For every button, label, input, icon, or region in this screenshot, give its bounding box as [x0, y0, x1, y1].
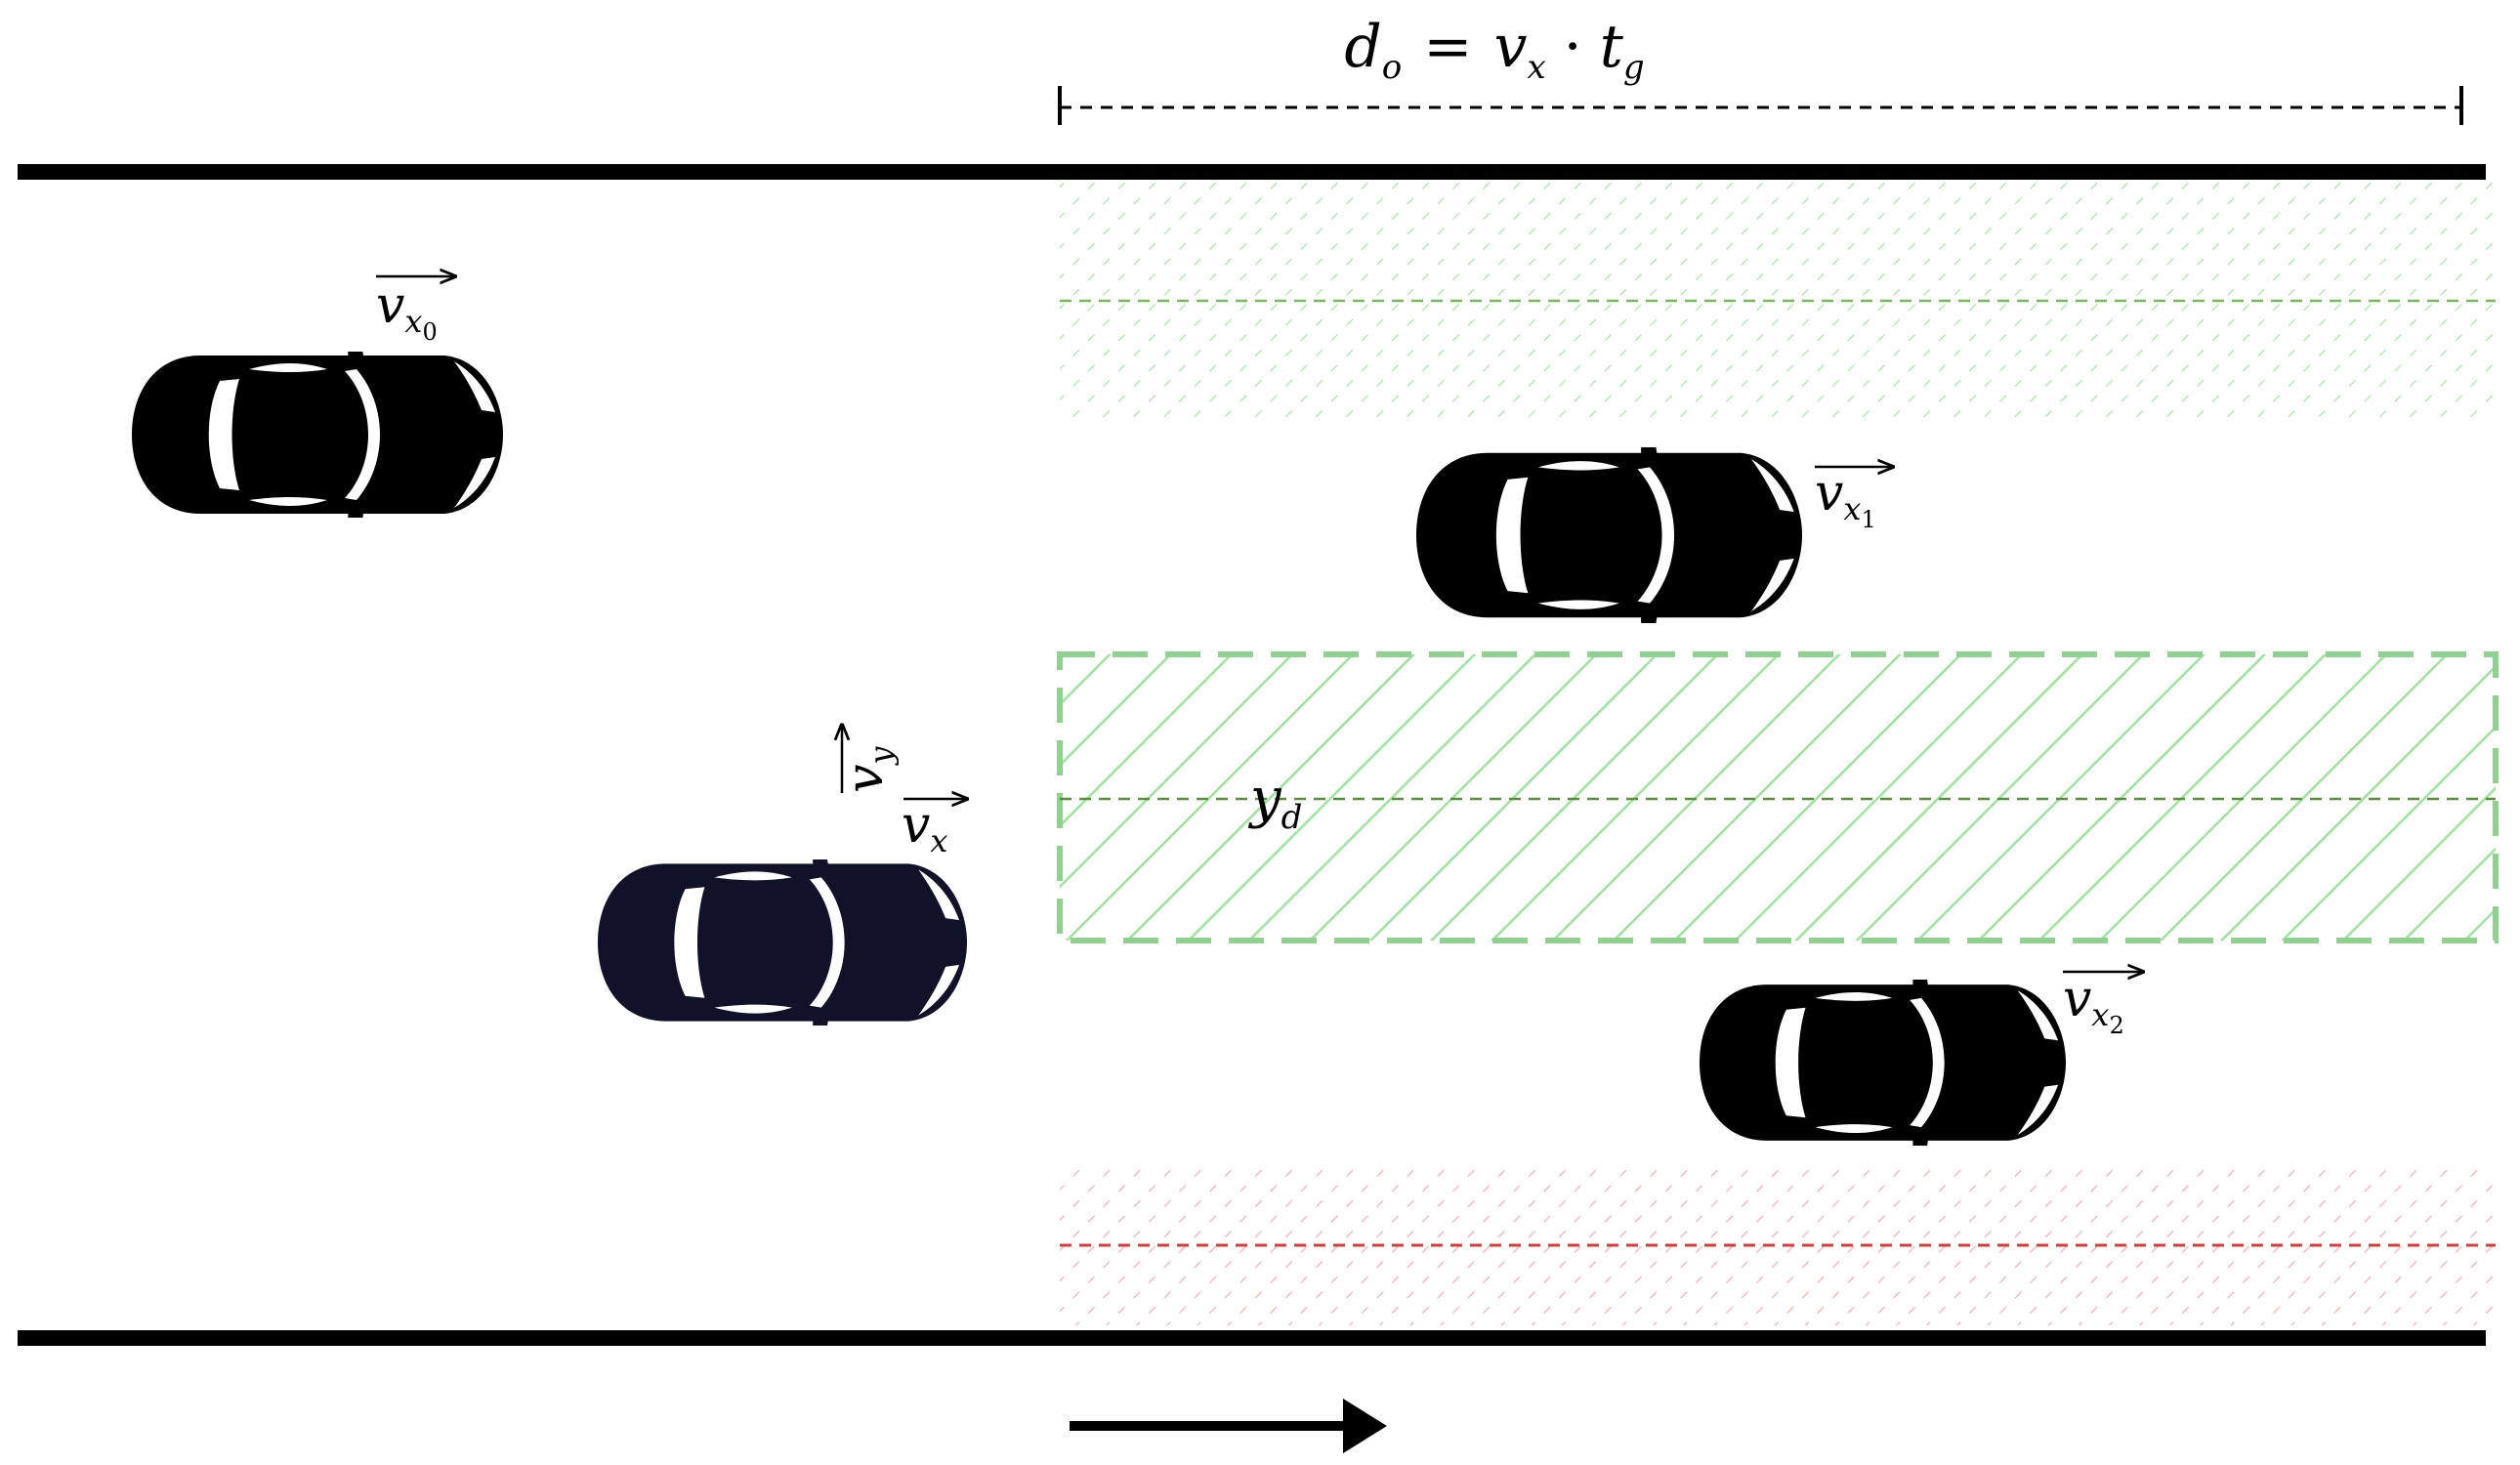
road-bottom-edge: [18, 1330, 2486, 1346]
road-top-edge: [18, 164, 2486, 180]
car-0-velocity: vx0: [376, 276, 455, 346]
car-2-velocity: vx2: [2063, 970, 2143, 1039]
car-2: [1700, 980, 2066, 1146]
car-top-view-icon: [132, 352, 503, 518]
svg-text:vx1: vx1: [1815, 464, 1876, 533]
ego-car: [598, 859, 967, 1026]
distance-dimension: [1058, 86, 2463, 125]
car-top-view-icon: [1416, 447, 1802, 623]
svg-text:vx2: vx2: [2063, 970, 2124, 1039]
safe-zone-top: [1060, 182, 2496, 420]
svg-text:vy: vy: [836, 746, 900, 793]
svg-text:vx0: vx0: [376, 276, 438, 346]
car-top-view-icon: [1700, 980, 2066, 1146]
car-top-view-icon: [598, 859, 967, 1026]
target-lane-zone: [1057, 651, 2499, 943]
car-1-velocity: vx1: [1815, 464, 1893, 533]
target-lane-label: yd: [1247, 767, 1302, 837]
svg-text:vx: vx: [902, 796, 947, 859]
ego-velocity-y: vy: [836, 725, 900, 793]
car-0: [132, 352, 503, 518]
arrow-right-icon: [1070, 1399, 1387, 1453]
car-1: [1416, 447, 1802, 623]
distance-formula: do=vx·tg: [1344, 13, 1644, 87]
ego-velocity-x: vx: [902, 796, 967, 859]
danger-zone-bottom: [1060, 1167, 2496, 1325]
